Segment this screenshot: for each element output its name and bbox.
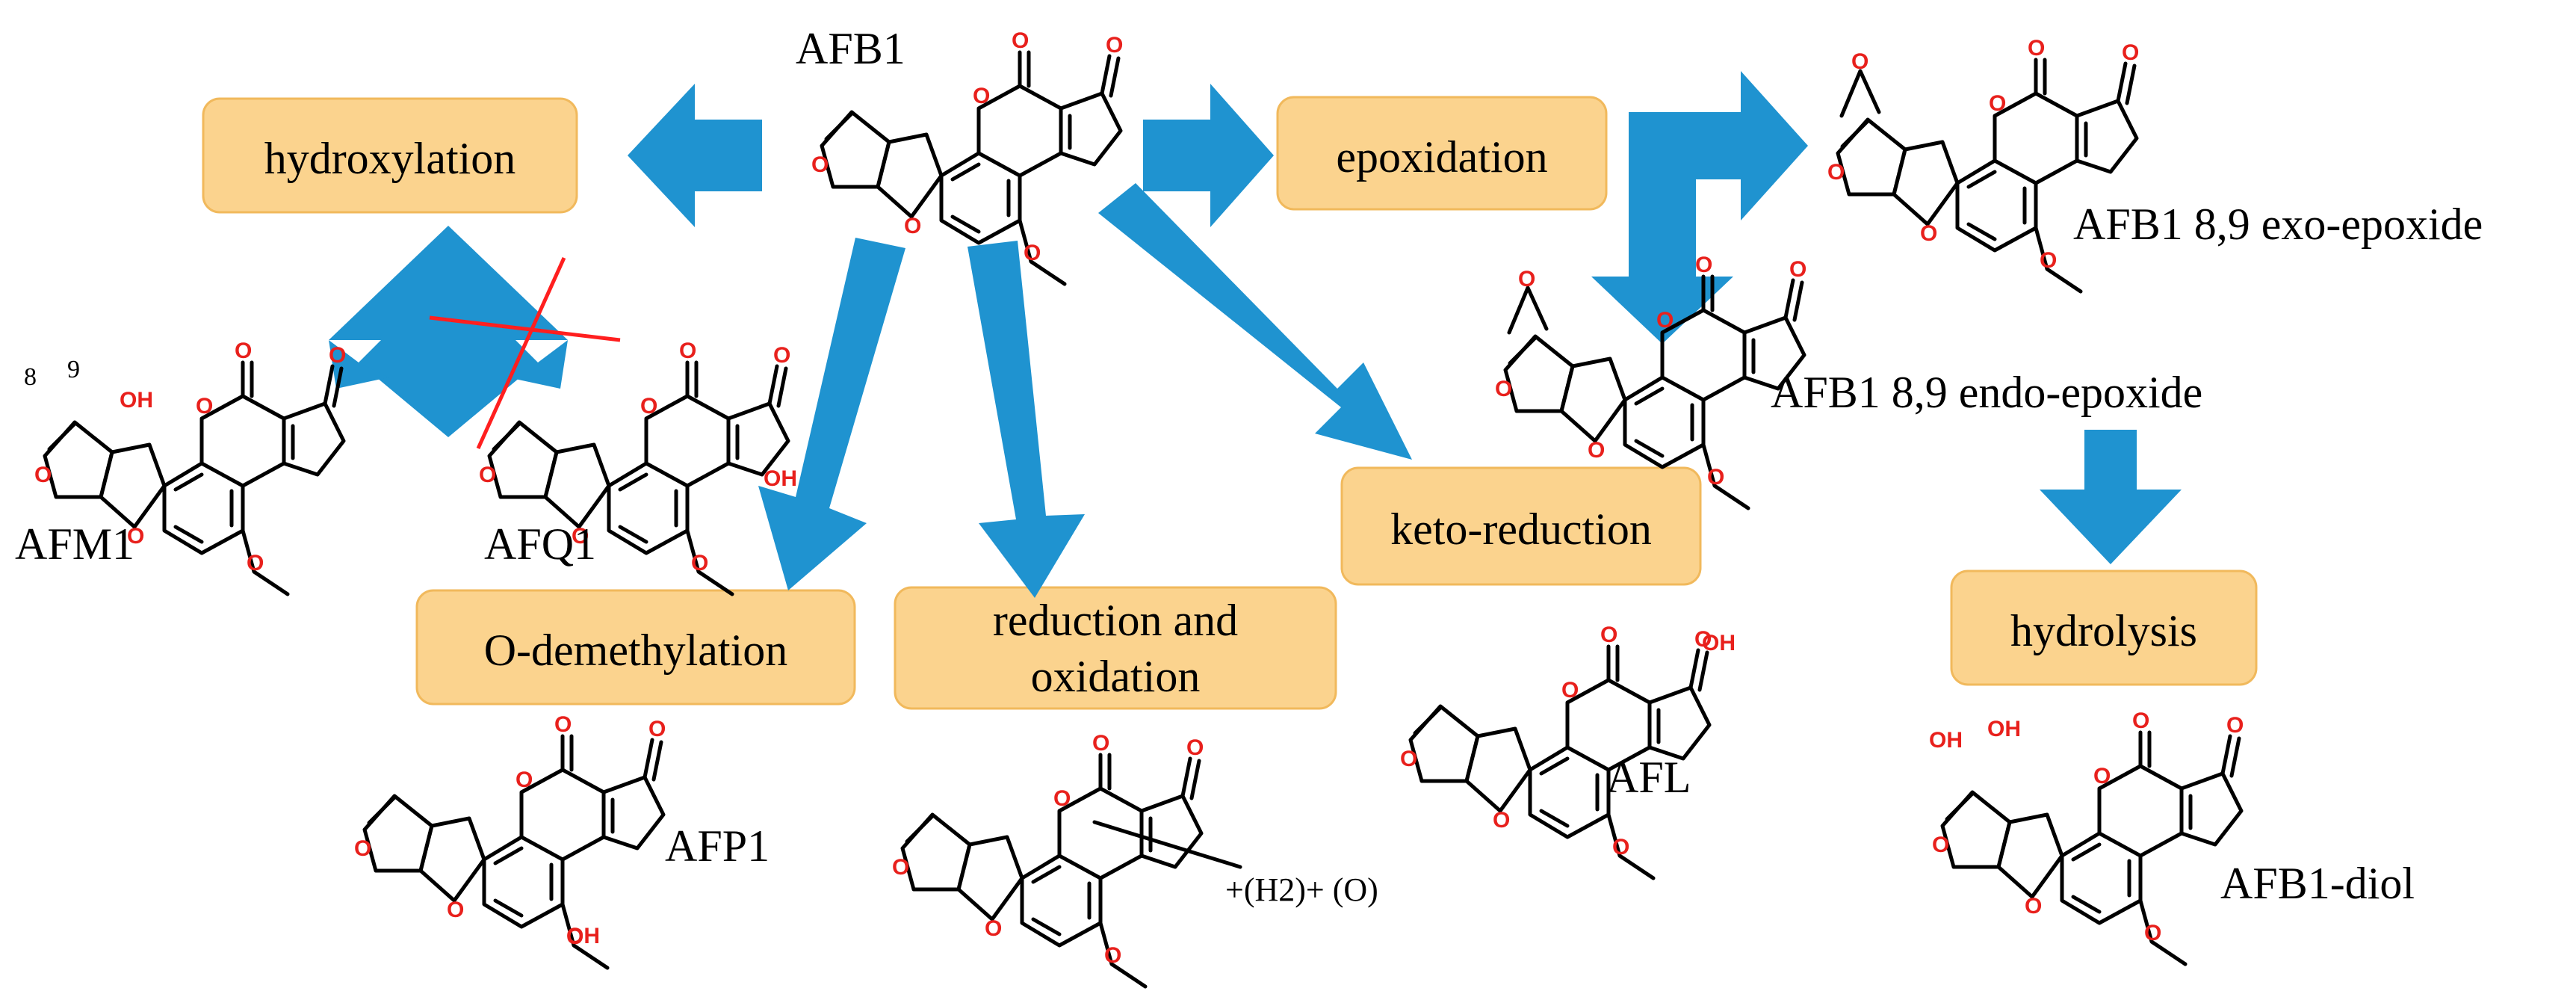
redox-structure [892, 731, 1204, 987]
svg-text:oxidation: oxidation [1031, 652, 1201, 701]
arrow-to-endo-epoxide [1591, 247, 1733, 344]
strike-line-1 [429, 315, 621, 342]
afl-label: AFL [1606, 753, 1691, 802]
arrow-to-epoxidation [1143, 84, 1274, 227]
arrow-to-ketoreduction [1098, 183, 1412, 460]
svg-text:OH: OH [566, 924, 600, 948]
hydrolysis-box: hydrolysis [1950, 570, 2258, 686]
svg-text:hydroxylation: hydroxylation [264, 134, 516, 183]
afb1-label: AFB1 [796, 24, 905, 73]
afp1-label: AFP1 [665, 821, 770, 871]
arrow-to-hydroxylation [628, 84, 762, 227]
arrow-to-redox [967, 241, 1085, 598]
afl-structure [1400, 623, 1712, 878]
odemethylation-box: O-demethylation [415, 589, 856, 706]
arrow-to-odemethylation [758, 238, 905, 590]
svg-text:8: 8 [24, 363, 37, 391]
svg-text:9: 9 [67, 356, 80, 383]
svg-text:OH: OH [764, 466, 797, 491]
svg-text:OH: OH [1929, 728, 1963, 753]
svg-text:hydrolysis: hydrolysis [2010, 606, 2197, 655]
arrow-to-hydrolysis [2040, 430, 2182, 564]
exo-epoxide-label: AFB1 8,9 exo-epoxide [2073, 200, 2483, 249]
strike-line-2 [476, 256, 566, 450]
svg-text:O: O [1851, 49, 1868, 74]
svg-text:keto-reduction: keto-reduction [1390, 504, 1652, 554]
epoxidation-box: epoxidation [1276, 96, 1608, 211]
redox-formula: +(H2)+ (O) [1225, 871, 1378, 908]
exo-epoxide-structure [1827, 36, 2139, 291]
afm1-label: AFM1 [15, 519, 134, 569]
endo-epoxide-label: AFB1 8,9 endo-epoxide [1771, 368, 2202, 417]
diol-label: AFB1-diol [2220, 859, 2415, 908]
svg-text:OH: OH [1702, 631, 1736, 655]
svg-text:O-demethylation: O-demethylation [484, 626, 788, 675]
svg-text:reduction and: reduction and [993, 596, 1238, 645]
arrow-to-afq1 [508, 340, 568, 389]
diol-structure [1932, 709, 2244, 964]
svg-text:OH: OH [120, 388, 153, 413]
redox-box: reduction and oxidation [894, 586, 1337, 710]
afq1-label: AFQ1 [484, 519, 596, 569]
arrow-to-exo-epoxide [1629, 71, 1808, 247]
svg-text:O: O [1518, 267, 1535, 291]
afp1-structure [354, 712, 666, 968]
ketoreduction-box: keto-reduction [1340, 466, 1702, 586]
svg-text:OH: OH [1987, 717, 2021, 741]
svg-text:epoxidation: epoxidation [1336, 132, 1547, 182]
hydroxylation-box: hydroxylation [202, 97, 578, 214]
